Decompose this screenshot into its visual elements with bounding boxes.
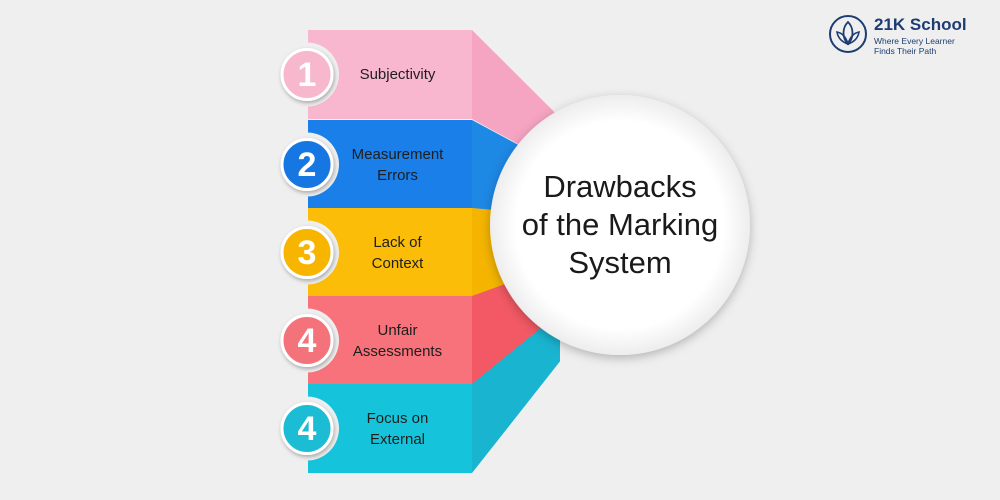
badge-number-5: 4 — [297, 409, 317, 448]
item-label-5: Focus on External — [320, 384, 475, 473]
badge-disc — [280, 48, 334, 101]
badge-number-2: 2 — [297, 145, 317, 184]
number-badge-3 — [275, 220, 339, 285]
lotus-logo-icon — [829, 15, 867, 53]
title-line-3: System — [568, 245, 672, 280]
item-label-line: Subjectivity — [359, 66, 436, 83]
page-title: Drawbacks of the Marking System — [495, 168, 745, 282]
number-badge-1 — [275, 42, 339, 107]
title-line-2: of the Marking — [521, 207, 719, 242]
bar-side-5 — [472, 312, 560, 473]
item-label-line: External — [369, 430, 426, 448]
logo-tagline-line-2: Finds Their Path — [874, 46, 937, 56]
badge-number-4: 4 — [297, 321, 317, 360]
badge-number-3: 3 — [297, 233, 317, 272]
title-line-1: Drawbacks — [543, 169, 697, 204]
badge-disc — [280, 226, 334, 279]
logo-name: 21K School — [874, 15, 967, 34]
item-label-line: Focus on — [366, 409, 429, 427]
number-badge-5 — [275, 396, 339, 461]
item-label-line: Lack of — [373, 233, 422, 251]
badge-disc — [280, 402, 334, 455]
item-label-line: Context — [371, 254, 424, 272]
number-badge-4 — [275, 308, 339, 373]
item-label-line: Errors — [377, 166, 418, 184]
school-logo: 21K School Where Every Learner Finds The… — [828, 14, 993, 58]
badge-disc — [280, 138, 334, 191]
title-circle — [490, 95, 750, 355]
number-badge-2 — [275, 132, 339, 197]
item-label-line: Assessments — [352, 342, 443, 360]
item-label-3: Lack of Context — [320, 208, 475, 297]
badge-disc — [280, 314, 334, 367]
item-label-line: Unfair — [377, 321, 418, 339]
item-label-1: Subjectivity — [320, 30, 475, 119]
logo-tagline-line-1: Where Every Learner — [874, 36, 955, 46]
badge-number-1: 1 — [297, 55, 317, 94]
item-label-line: Measurement — [351, 145, 444, 163]
